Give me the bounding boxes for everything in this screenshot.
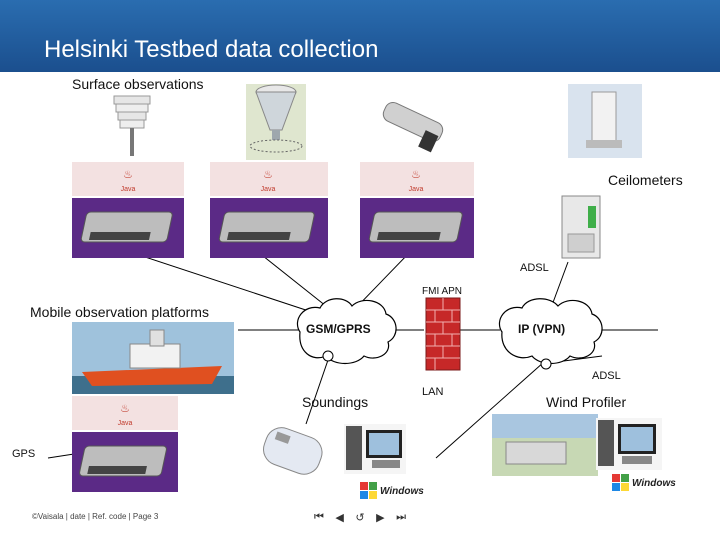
gps-label: GPS (12, 448, 36, 460)
java-strip-2: ♨ Java (210, 162, 328, 196)
workstation-soundings (344, 424, 406, 474)
next-slide-icon[interactable]: ▶ (376, 510, 385, 524)
svg-text:♨: ♨ (263, 168, 273, 181)
temperature-humidity-sensor (113, 95, 151, 156)
java-logo-text: Java (121, 186, 136, 193)
java-logo-text: Java (118, 420, 133, 427)
return-icon[interactable]: ↺ (355, 510, 365, 524)
fmi-apn-label: FMI APN (422, 286, 463, 297)
line-station1-gsm (129, 251, 331, 319)
ceilometer-unit-image (568, 84, 642, 158)
data-logger-panel-2 (210, 198, 328, 258)
firewall-icon (425, 297, 461, 371)
workstation-wind-profiler (596, 418, 662, 470)
surface-observations-label: Surface observations (72, 76, 204, 92)
data-logger-panel-1 (72, 198, 184, 258)
footer-text: ©Vaisala | date | Ref. code | Page 3 (32, 512, 159, 521)
ip-vpn-cloud (498, 298, 603, 365)
svg-text:♨: ♨ (411, 168, 421, 181)
data-logger-panel-3 (360, 198, 474, 258)
header-bar: Helsinki Testbed data collection (0, 0, 720, 72)
gps-device (263, 427, 323, 475)
soundings-label: Soundings (302, 394, 369, 410)
first-slide-icon[interactable]: ⏮ (314, 510, 324, 523)
ceilometer-modem (561, 195, 601, 259)
wind-profiler-label: Wind Profiler (546, 394, 627, 410)
page-title: Helsinki Testbed data collection (44, 36, 379, 63)
connector-dot-vpn (540, 358, 552, 370)
pressure-sensor (370, 86, 456, 158)
windows-logo-2: Windows (612, 474, 676, 491)
ship-photo (72, 322, 234, 394)
gsm-gprs-label: GSM/GPRS (306, 322, 371, 336)
connector-dot-gsm (322, 350, 334, 362)
windows-logo-text: Windows (632, 478, 676, 489)
java-strip-3: ♨ Java (360, 162, 474, 196)
line-vpn-lan (435, 361, 545, 459)
data-logger-panel-mobile (72, 432, 178, 492)
java-strip-1: ♨ Java (72, 162, 184, 196)
last-slide-icon[interactable]: ⏭ (396, 510, 406, 523)
java-logo-text: Java (409, 186, 424, 193)
adsl-right-label: ADSL (592, 370, 621, 382)
adsl-top-label: ADSL (520, 262, 549, 274)
svg-text:♨: ♨ (120, 402, 130, 415)
java-logo-text: Java (261, 186, 276, 193)
windows-logo-text: Windows (380, 486, 424, 497)
ip-vpn-label: IP (VPN) (518, 322, 566, 336)
wind-profiler-photo (492, 414, 598, 476)
mobile-platforms-label: Mobile observation platforms (30, 304, 209, 320)
lan-label: LAN (422, 386, 444, 398)
rain-gauge-sensor (246, 84, 306, 160)
line-gsm-soundings (305, 359, 329, 425)
java-strip-mobile: ♨ Java (72, 396, 178, 430)
windows-logo-1: Windows (360, 482, 424, 499)
svg-text:♨: ♨ (123, 168, 133, 181)
previous-slide-icon[interactable]: ◀ (335, 510, 344, 524)
ceilometers-label: Ceilometers (608, 172, 683, 188)
slide-navigation: ⏮ ◀ ↺ ▶ ⏭ (314, 510, 406, 524)
